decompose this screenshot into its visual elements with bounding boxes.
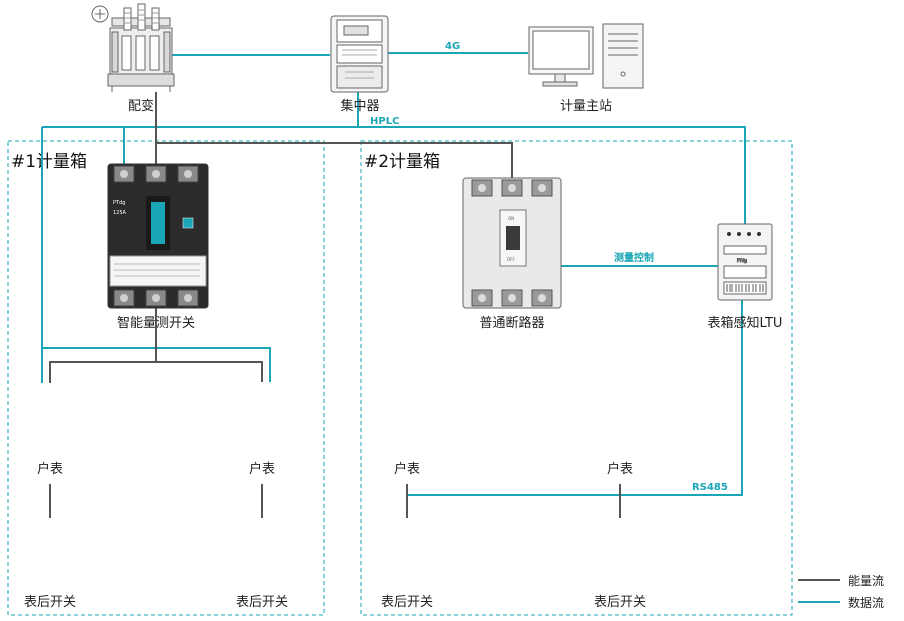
legend-data-label: 数据流	[848, 595, 884, 610]
box-1-title: #1计量箱	[11, 152, 87, 172]
breaker-label: 普通断路器	[479, 315, 544, 331]
legend-energy-label: 能量流	[848, 574, 884, 588]
computer-icon	[528, 23, 644, 89]
ltu-icon: PTdg	[717, 223, 773, 301]
meter-label-4: 户表	[607, 461, 633, 477]
meter-label-3: 户表	[394, 461, 420, 477]
link-label-hplc: HPLC	[370, 116, 399, 127]
smart-switch-rating: 125A	[113, 210, 127, 216]
box-1-border	[7, 140, 325, 616]
link-label-rs485: RS485	[692, 482, 728, 493]
legend: 能量流 数据流	[798, 574, 884, 610]
rear-switch-label-3: 表后开关	[381, 595, 433, 610]
ltu-label: 表箱感知LTU	[708, 315, 783, 331]
rear-switch-label-4: 表后开关	[594, 595, 646, 610]
master-station-label: 计量主站	[560, 99, 612, 114]
smart-switch-label: 智能量测开关	[117, 316, 195, 331]
breaker-off-text: OFF	[507, 257, 515, 262]
meter-label-1: 户表	[37, 461, 63, 477]
rear-switch-label-2: 表后开关	[236, 595, 288, 610]
link-label-measure-control: 测量控制	[614, 251, 654, 264]
link-label-4g: 4G	[445, 41, 460, 52]
concentrator-icon	[330, 15, 389, 93]
meter-label-2: 户表	[249, 461, 275, 477]
transformer-icon	[91, 3, 175, 92]
rear-switch-label-1: 表后开关	[24, 595, 76, 610]
transformer-label: 配变	[128, 98, 154, 114]
ltu-brand: PTdg	[737, 258, 747, 263]
smart-switch-icon: PTdg 125A	[107, 163, 209, 309]
energy-flow-lines	[49, 92, 621, 518]
breaker-on-text: ON	[508, 216, 514, 221]
smart-switch-brand: PTdg	[113, 200, 125, 206]
breaker-icon: ON OFF	[462, 177, 562, 309]
box-2-border	[360, 140, 793, 616]
box-2-title: #2计量箱	[364, 152, 440, 172]
concentrator-label: 集中器	[340, 98, 379, 114]
